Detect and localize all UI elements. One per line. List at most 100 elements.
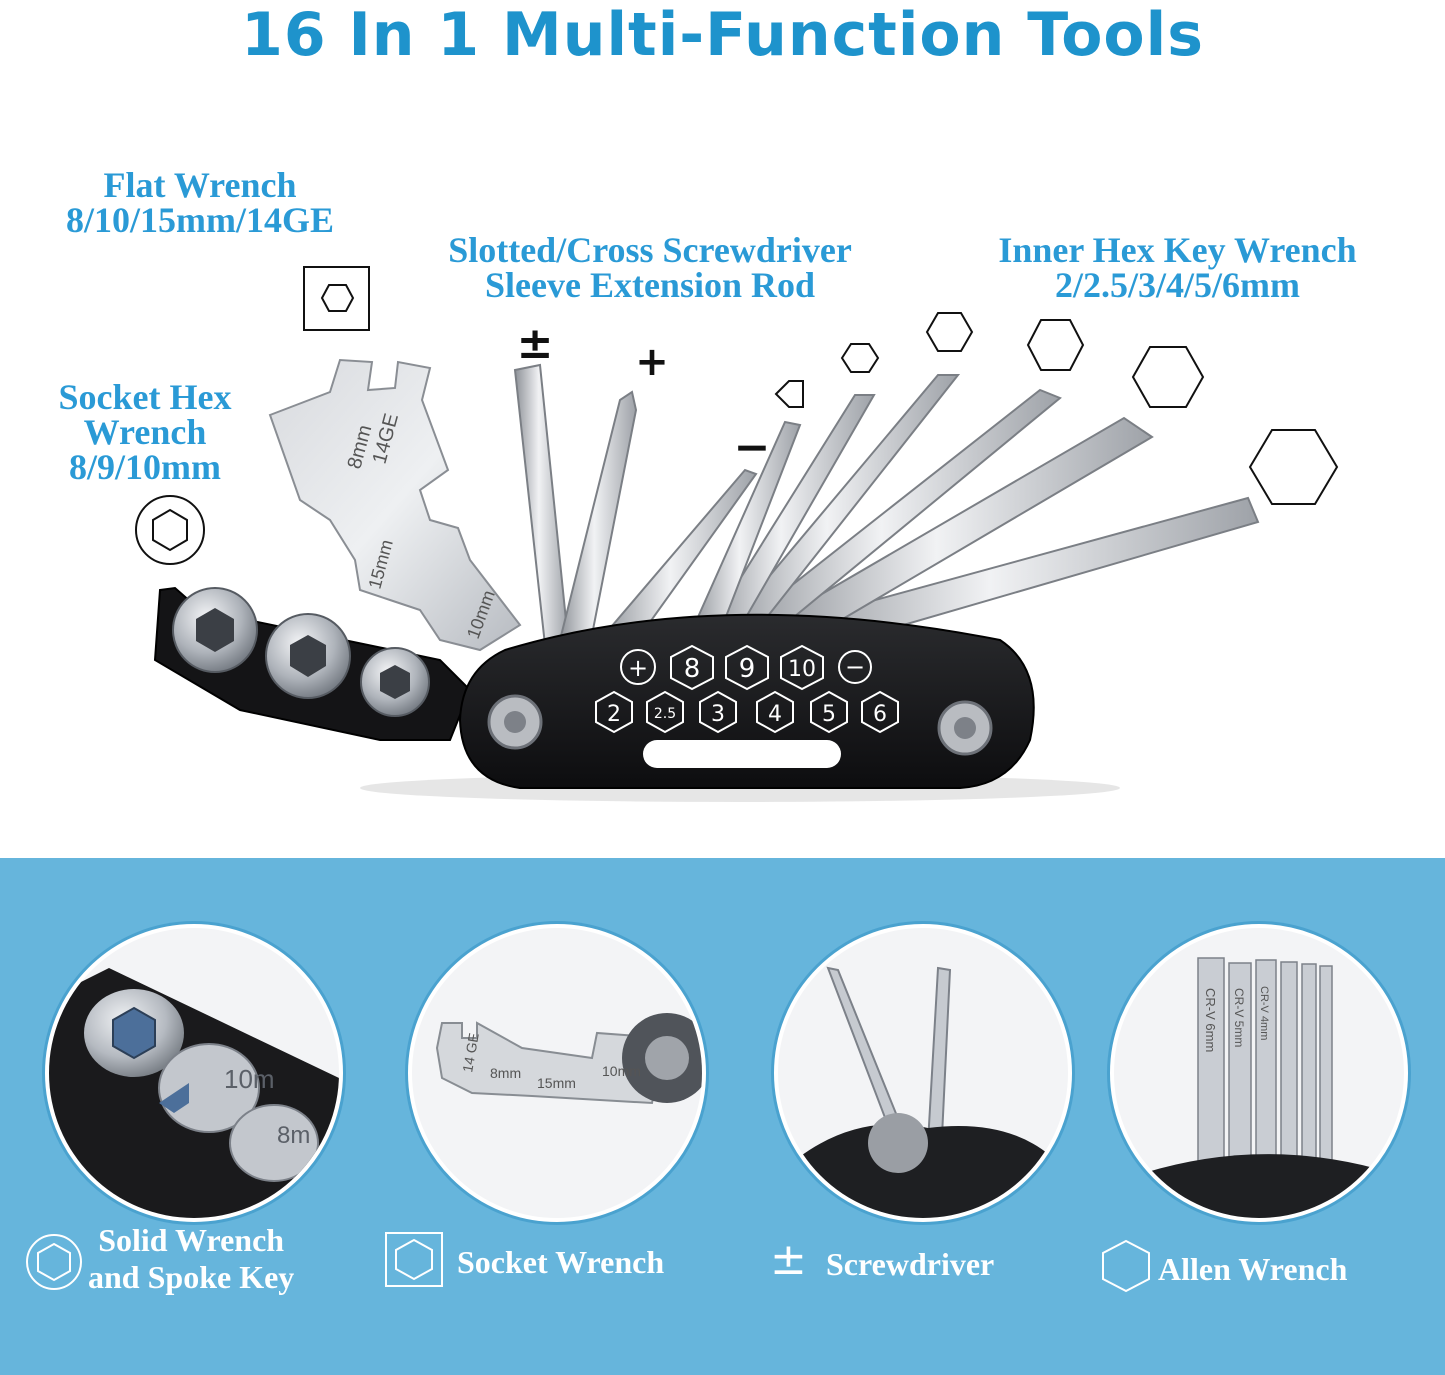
closeup-socket-8m: 8m [277,1122,310,1149]
flat-wrench-hex-icon [320,284,355,312]
closeup-hex-2-5mm [1301,963,1317,1189]
cross-screwdriver [558,390,638,647]
closeup-wrench-bolt [645,1036,689,1080]
caption-solid-wrench-line-1: Solid Wrench [98,1222,285,1258]
label-socket-hex: Socket Hex Wrench 8/9/10mm [30,377,260,487]
hex-2mm-icon [774,380,804,408]
callout-icons [135,266,1339,565]
marking-minus-ring [838,650,872,684]
closeup-screwdrivers [774,924,1072,1222]
caption-solid-wrench: Solid Wrench and Spoke Key [88,1222,294,1296]
socket-8mm-hex [380,665,410,699]
caption-socket-wrench: Socket Wrench [457,1244,665,1280]
closeup-socket-small [229,1104,319,1182]
label-hex-key-line-2: 2/2.5/3/4/5/6mm [1055,265,1300,305]
hex-5mm-icon [1131,346,1205,408]
marking-4: 4 [768,702,782,727]
closeup-flat-wrench-art: 14 GE 8mm 15mm 10mm [435,1013,702,1105]
marking-plus: + [628,654,648,682]
closeup-hex-6mm [1197,957,1225,1189]
closeup-hex-3mm [1280,961,1298,1189]
socket-10mm-hex [196,608,234,652]
label-socket-hex-line-1: Socket Hex [58,377,232,417]
label-flat-wrench-line-1: Flat Wrench [103,165,297,205]
socket-hex-icon [152,508,188,552]
flat-wrench-plate [268,358,522,652]
marking-9-hex [725,644,769,691]
closeup-hex-keys: CR-V 6mm CR-V 5mm CR-V 4mm [1110,924,1408,1222]
closeup-panel: 10m 8m 14 GE 8mm 15mm 10mm [0,858,1445,1375]
closeup-socket-medium-hex [159,1083,189,1113]
hexagon-in-circle-icon [135,495,205,565]
multitool-illustration: 8mm 14GE 15mm 10mm + 8 9 10 − 2 2.5 3 [135,266,1339,802]
caption-allen-wrench: Allen Wrench [1158,1251,1348,1287]
marking-6: 6 [873,702,887,727]
hexagon-in-circle-icon [26,1234,82,1290]
marking-plus-ring [620,649,656,685]
label-screwdriver-line-2: Sleeve Extension Rod [484,265,815,305]
plus-symbol: + [635,339,669,385]
extension-rod [513,363,570,647]
body-markings-bottom: 2 2.5 3 4 5 6 [595,690,899,734]
closeup-screwdrivers-art [778,966,1068,1218]
hexagon-icon [1102,1239,1150,1293]
minus-symbol: − [734,422,771,473]
marking-2: 2 [607,702,621,727]
marking-4-hex [756,690,794,734]
marking-9: 9 [739,654,756,684]
label-hex-key: Inner Hex Key Wrench 2/2.5/3/4/5/6mm [950,230,1405,305]
marking-8-hex [670,644,714,691]
closeup-sockets-art: 10m 8m [49,968,339,1218]
closeup-hex-2mm [1319,965,1333,1189]
plus-minus-symbol: ± [517,318,554,369]
label-screwdriver-line-1: Slotted/Cross Screwdriver [448,230,852,270]
hexagon-in-square-icon [303,266,370,331]
label-hex-key-line-1: Inner Hex Key Wrench [998,230,1357,270]
page-title: 16 In 1 Multi-Function Tools [241,0,1204,70]
hexagon-in-square-icon [385,1232,443,1287]
hex-2-5mm-icon [840,343,880,373]
closeup-marking-15mm: 15mm [537,1075,576,1091]
body-slot [643,740,841,768]
closeup-socket-large-hex [112,1006,156,1060]
label-socket-hex-line-2: Wrench [83,412,207,452]
caption-solid-wrench-line-2: and Spoke Key [88,1259,295,1295]
closeup-marking-crv-4mm: CR-V 4mm [1258,986,1270,1040]
marking-10-hex [780,644,824,691]
marking-5-hex [810,690,848,734]
closeup-marking-crv-5mm: CR-V 5mm [1232,988,1246,1047]
socket-set [172,587,430,717]
closeup-socket-10m: 10m [224,1064,275,1094]
marking-6-hex [861,690,899,734]
marking-minus: − [845,653,865,681]
tool-body [458,613,1035,789]
marking-2-hex [595,690,633,734]
label-flat-wrench-line-2: 8/10/15mm/14GE [66,200,334,240]
marking-3: 3 [711,702,725,727]
marking-3-hex [699,690,737,734]
body-markings-top: + 8 9 10 − [620,644,872,691]
hex-6mm-icon [1248,429,1339,505]
label-socket-hex-line-3: 8/9/10mm [69,447,221,487]
marking-2-5: 2.5 [654,706,676,722]
plus-minus-icon: ± [770,1234,807,1285]
closeup-hex-keys-art: CR-V 6mm CR-V 5mm CR-V 4mm [1114,957,1404,1218]
screwdriver-blades [513,363,758,652]
closeup-marking-8mm: 8mm [490,1065,521,1081]
label-flat-wrench: Flat Wrench 8/10/15mm/14GE [30,165,370,240]
closeup-sockets: 10m 8m [45,924,343,1222]
marking-2-5-hex [646,690,684,734]
closeup-screwdriver-bolt [868,1113,928,1173]
closeup-screwdriver-body [778,1124,1068,1218]
body-bolt-right-center [954,717,976,739]
label-screwdriver: Slotted/Cross Screwdriver Sleeve Extensi… [395,230,905,305]
closeup-flat-wrench: 14 GE 8mm 15mm 10mm [408,924,706,1222]
marking-8: 8 [684,654,701,684]
body-bolt-left-center [504,711,526,733]
marking-5: 5 [822,702,836,727]
hex-key-blades [688,374,1260,657]
closeup-hex-body [1114,1154,1404,1218]
closeup-marking-crv-6mm: CR-V 6mm [1203,988,1218,1052]
caption-screwdriver: Screwdriver [826,1246,995,1282]
socket-9mm-hex [290,635,326,677]
